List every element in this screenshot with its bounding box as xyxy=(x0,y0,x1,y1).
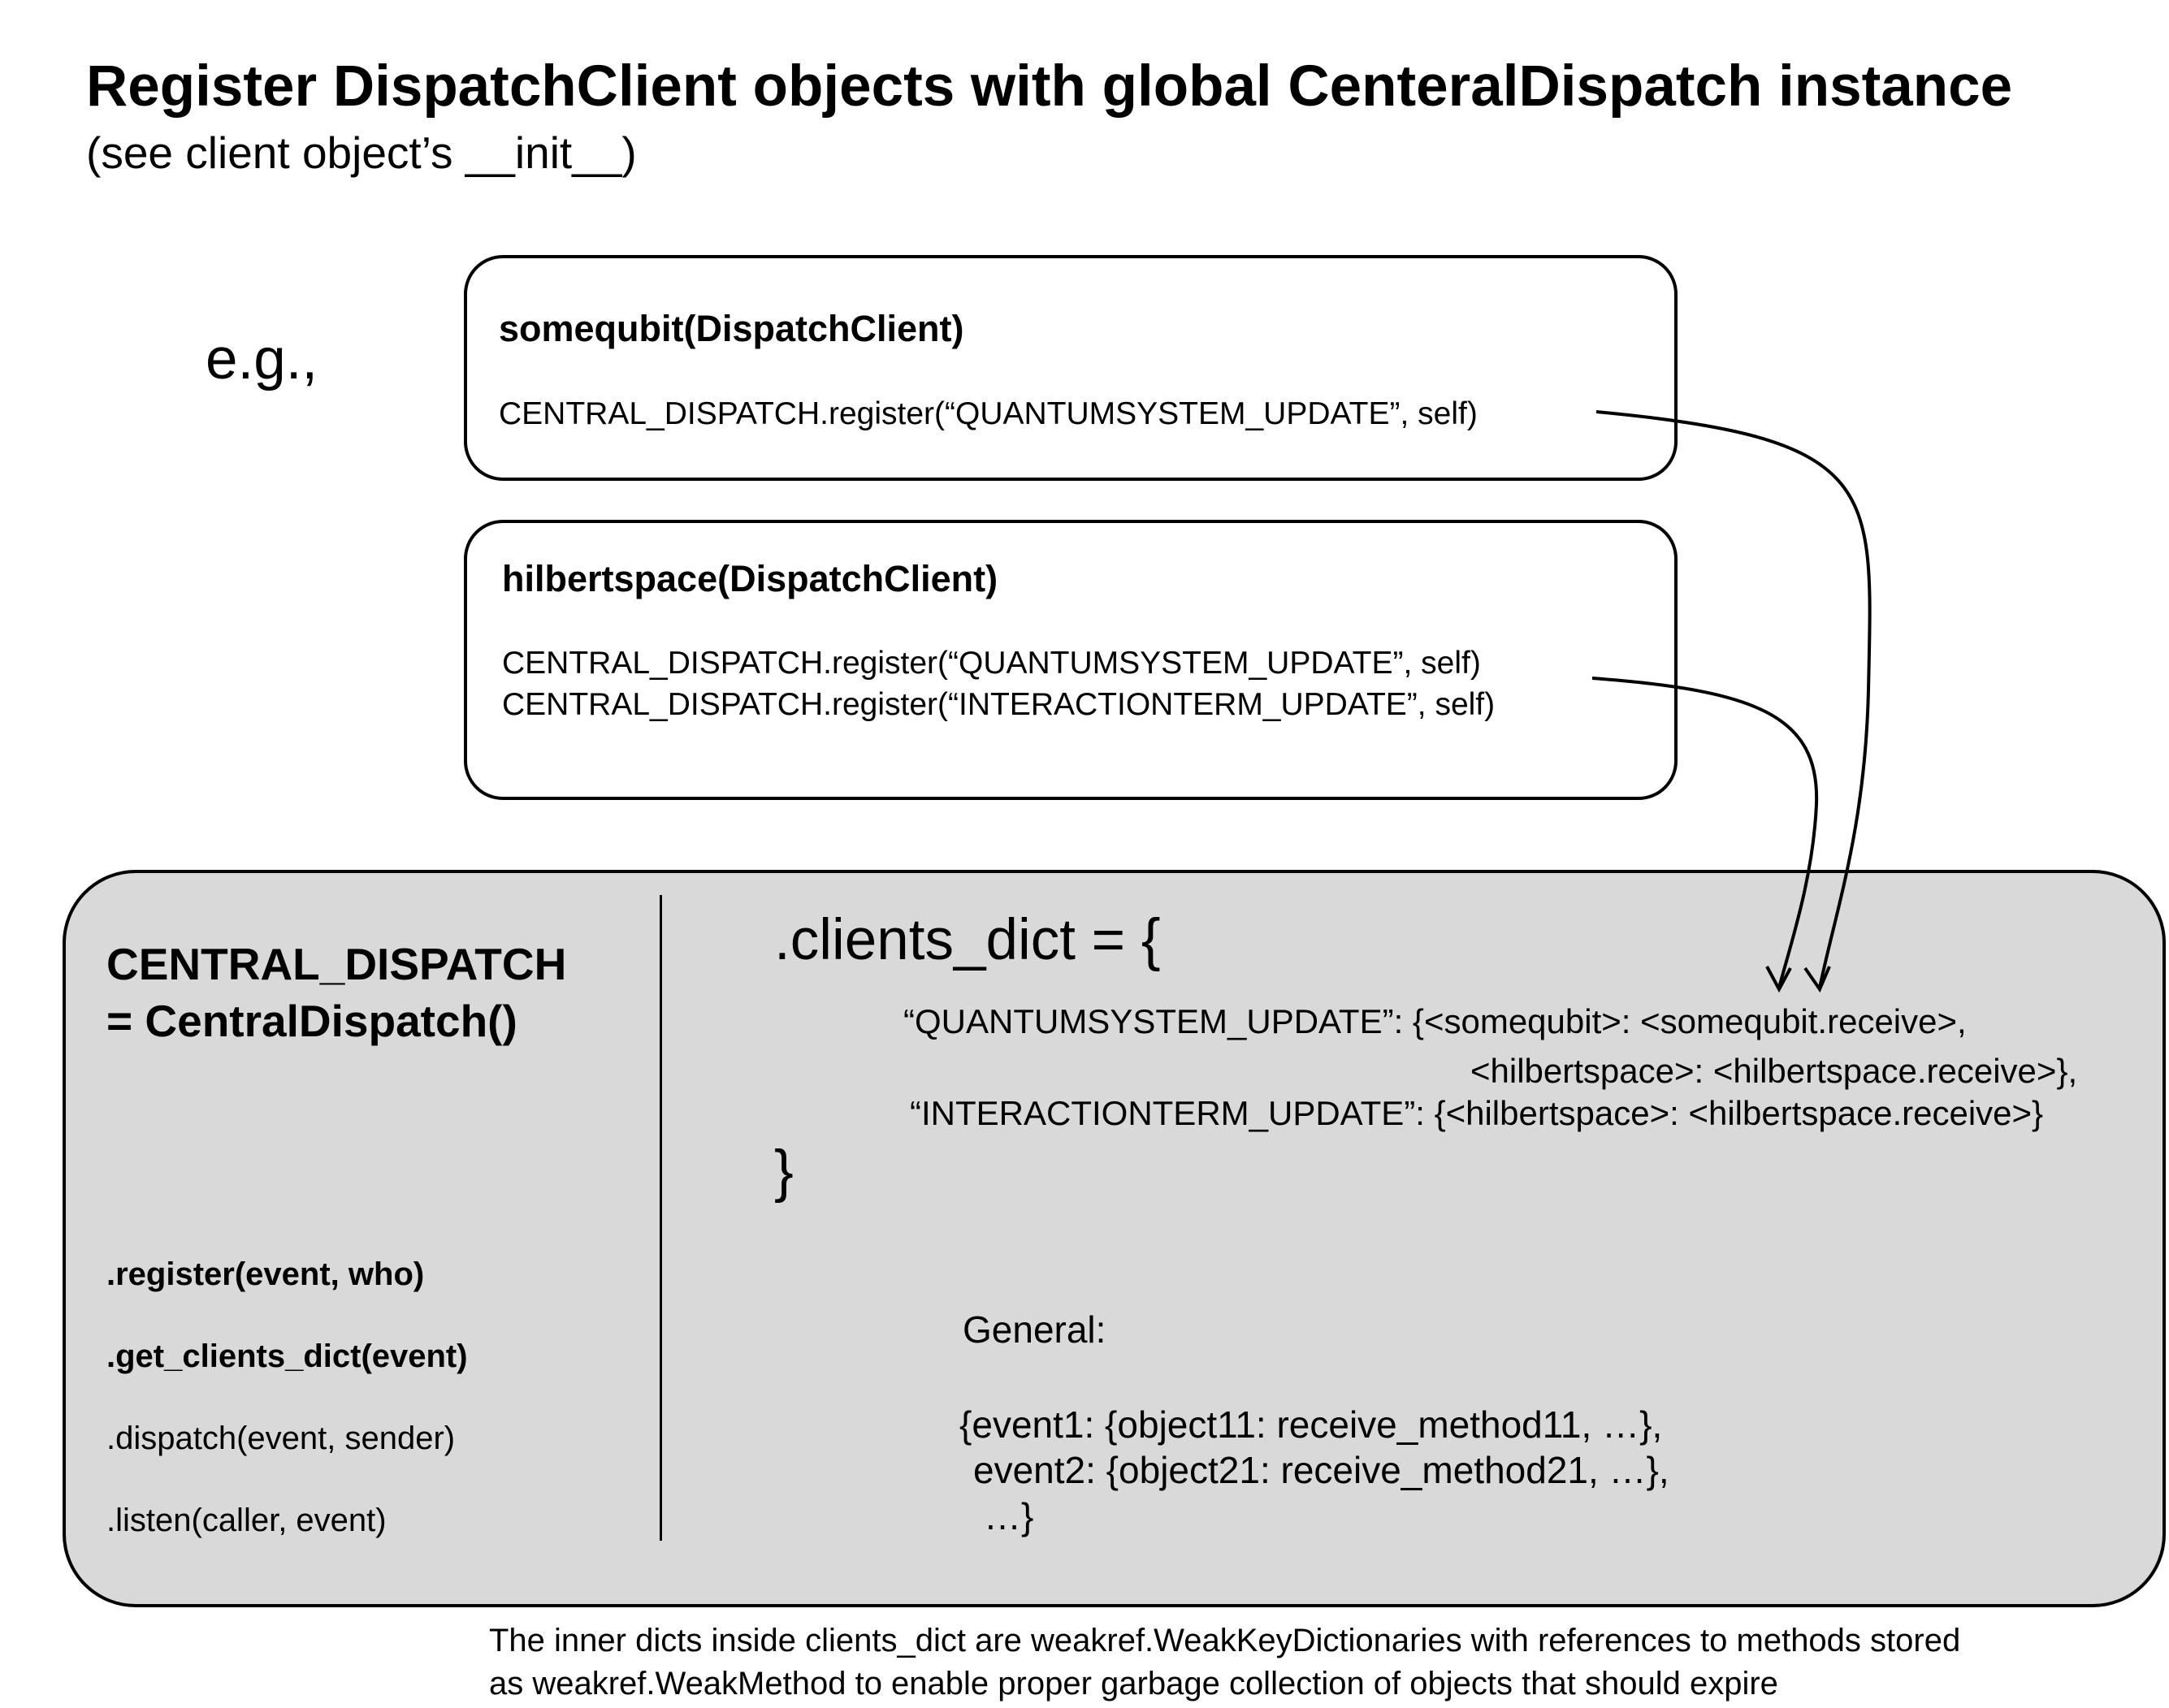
somequbit-register-line: CENTRAL_DISPATCH.register(“QUANTUMSYSTEM… xyxy=(499,396,1478,431)
somequbit-client-title: somequbit(DispatchClient) xyxy=(499,308,964,349)
central-dispatch-name-line1: CENTRAL_DISPATCH xyxy=(106,939,567,989)
hilbertspace-register-line-1: CENTRAL_DISPATCH.register(“QUANTUMSYSTEM… xyxy=(502,646,1481,681)
footnote-line-2: as weakref.WeakMethod to enable proper g… xyxy=(489,1666,1778,1702)
general-label: General: xyxy=(963,1308,1106,1351)
general-line-2: event2: {object21: receive_method21, …}, xyxy=(973,1449,1669,1491)
example-label: e.g., xyxy=(206,327,318,391)
clients-dict-line-1: “QUANTUMSYSTEM_UPDATE”: {<somequbit>: <s… xyxy=(903,1002,1967,1040)
central-dispatch-box xyxy=(63,870,2166,1607)
method-dispatch: .dispatch(event, sender) xyxy=(106,1420,456,1456)
hilbertspace-client-box xyxy=(464,520,1678,800)
method-listen: .listen(caller, event) xyxy=(106,1503,387,1538)
diagram-title: Register DispatchClient objects with glo… xyxy=(86,54,2013,119)
clients-dict-open: .clients_dict = { xyxy=(774,908,1161,972)
clients-dict-close: } xyxy=(774,1139,794,1204)
method-register: .register(event, who) xyxy=(106,1256,425,1292)
method-get-clients-dict: .get_clients_dict(event) xyxy=(106,1338,468,1374)
clients-dict-line-3: “INTERACTIONTERM_UPDATE”: {<hilbertspace… xyxy=(910,1094,2044,1132)
clients-dict-line-2: <hilbertspace>: <hilbertspace.receive>}, xyxy=(1470,1052,2078,1090)
general-line-1: {event1: {object11: receive_method11, …}… xyxy=(959,1403,1663,1446)
central-dispatch-name: CENTRAL_DISPATCH = CentralDispatch() xyxy=(106,936,566,1050)
somequbit-client-box xyxy=(464,255,1678,481)
central-box-divider xyxy=(660,895,662,1541)
hilbertspace-client-title: hilbertspace(DispatchClient) xyxy=(502,558,998,599)
diagram-subtitle: (see client object’s __init__) xyxy=(86,128,637,178)
footnote-line-1: The inner dicts inside clients_dict are … xyxy=(489,1623,1961,1658)
hilbertspace-register-line-2: CENTRAL_DISPATCH.register(“INTERACTIONTE… xyxy=(502,687,1496,722)
general-line-3: …} xyxy=(984,1495,1034,1537)
central-dispatch-name-line2: = CentralDispatch() xyxy=(106,996,517,1047)
